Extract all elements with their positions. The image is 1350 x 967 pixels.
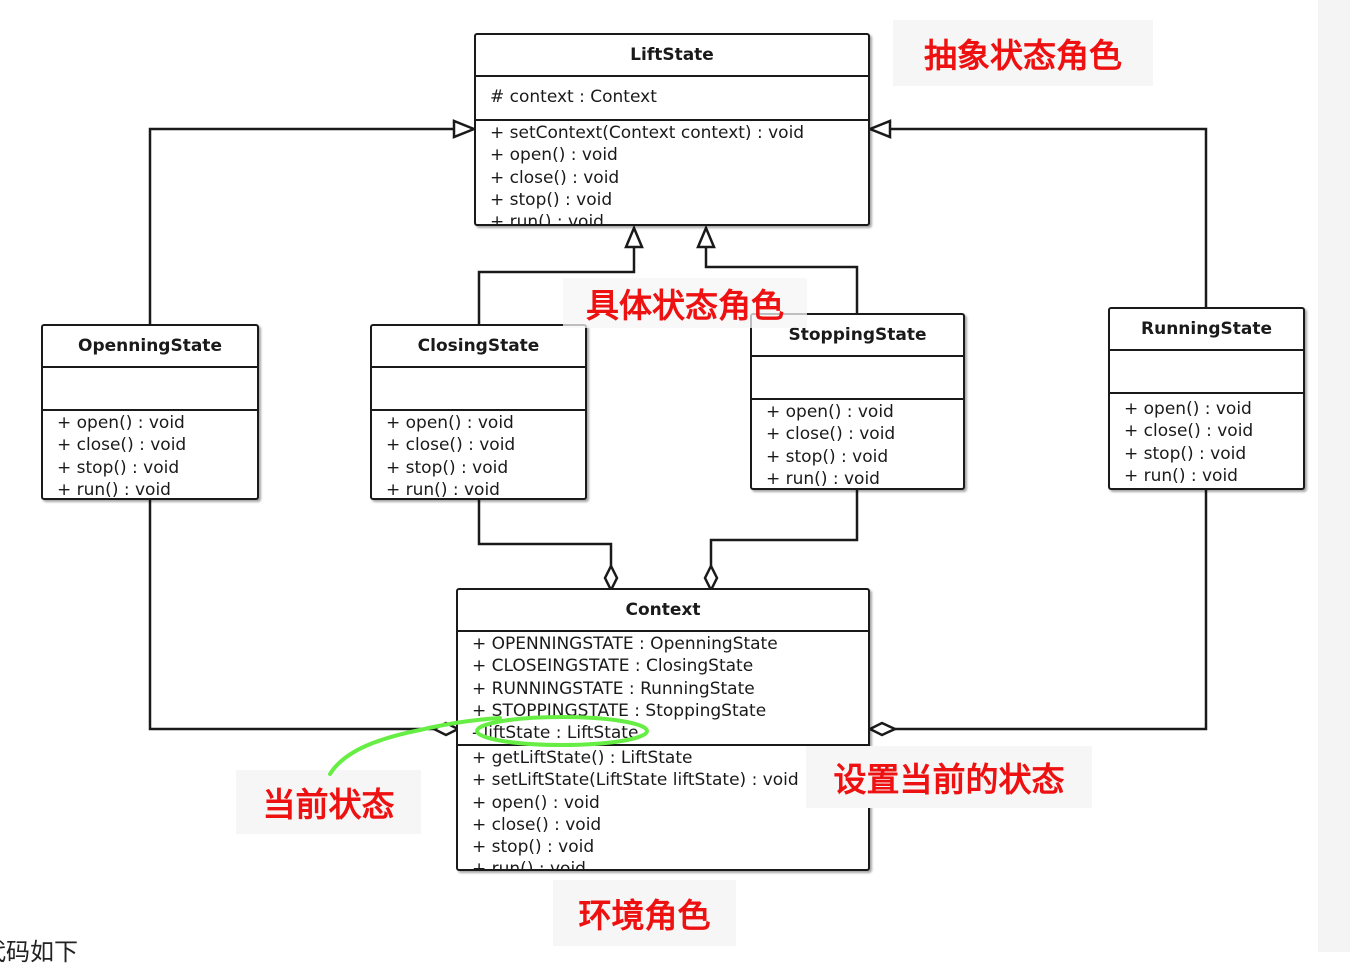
operation-row: + stop() : void [490, 189, 613, 210]
annotation-concrete-state-role: 具体状态角色 [563, 278, 807, 328]
triangle-left-arrowhead [452, 119, 478, 139]
class-name: LiftState [476, 35, 868, 77]
aggregation-running-to-context [895, 489, 1208, 731]
page-scrollbar-track [1318, 0, 1350, 952]
attribute-compartment [43, 368, 257, 411]
operation-row: + stop() : void [57, 457, 180, 478]
operation-row: + stop() : void [766, 446, 889, 467]
diamond-openning-aggregation [431, 721, 461, 737]
triangle-up-arrowhead-2 [696, 224, 716, 249]
triangle-right-arrowhead [866, 119, 892, 139]
operation-row: + run() : void [386, 479, 500, 499]
attribute-compartment: + OPENNINGSTATE : OpenningState + CLOSEI… [458, 632, 868, 746]
generalization-running-to-liftstate [890, 127, 1208, 308]
annotation-set-current-state: 设置当前的状态 [806, 746, 1092, 808]
operation-compartment: + getLiftState() : LiftState + setLiftSt… [458, 746, 868, 870]
generalization-openning-to-liftstate [148, 127, 454, 325]
class-closingstate: ClosingState + open() : void + close() :… [370, 324, 587, 500]
annotation-abstract-state-role: 抽象状态角色 [893, 20, 1153, 86]
attribute-compartment: # context : Context [476, 77, 868, 121]
operation-row: + open() : void [490, 145, 618, 166]
aggregation-openning-to-context [148, 499, 434, 731]
operation-row: + open() : void [1124, 399, 1252, 419]
operation-row: + close() : void [472, 814, 602, 835]
class-name: Context [458, 590, 868, 632]
diamond-running-aggregation [867, 721, 898, 737]
operation-row: + setLiftState(LiftState liftState) : vo… [472, 770, 799, 791]
attribute-row: # context : Context [490, 87, 657, 107]
operation-row: + open() : void [386, 413, 514, 433]
class-name: ClosingState [372, 326, 585, 368]
operation-row: + run() : void [766, 468, 880, 489]
class-liftstate: LiftState # context : Context + setConte… [474, 33, 870, 226]
operation-compartment: + open() : void + close() : void + stop(… [752, 400, 963, 489]
operation-row: + run() : void [57, 479, 171, 499]
attribute-row: + STOPPINGSTATE : StoppingState [472, 700, 767, 721]
class-name: OpenningState [43, 326, 257, 368]
attribute-compartment [752, 357, 963, 400]
class-name: RunningState [1110, 309, 1303, 351]
operation-row: + run() : void [1124, 465, 1238, 486]
operation-row: + close() : void [386, 435, 516, 456]
footer-text: 代码如下 [0, 938, 78, 966]
operation-row: + open() : void [472, 792, 600, 813]
aggregation-stopping-to-context [709, 489, 859, 566]
operation-compartment: + open() : void + close() : void + stop(… [1110, 394, 1303, 492]
operation-row: + run() : void [490, 212, 604, 225]
attribute-row: + CLOSEINGSTATE : ClosingState [472, 656, 754, 677]
operation-row: + close() : void [490, 167, 620, 188]
diamond-stopping-aggregation [703, 563, 719, 593]
triangle-up-arrowhead-1 [624, 224, 644, 249]
operation-row: + setContext(Context context) : void [490, 123, 805, 143]
operation-row: + run() : void [472, 859, 586, 870]
class-name: StoppingState [752, 315, 963, 357]
operation-row: + stop() : void [472, 837, 595, 858]
operation-row: + getLiftState() : LiftState [472, 748, 693, 768]
operation-row: + close() : void [57, 435, 187, 456]
operation-row: + open() : void [766, 402, 894, 422]
generalization-closing-to-liftstate [477, 247, 636, 325]
operation-row: + close() : void [766, 424, 896, 445]
class-context: Context + OPENNINGSTATE : OpenningState … [456, 588, 870, 871]
operation-compartment: + setContext(Context context) : void + o… [476, 121, 868, 225]
attribute-compartment [372, 368, 585, 411]
generalization-stopping-to-liftstate [704, 247, 859, 313]
operation-row: + stop() : void [1124, 443, 1247, 464]
operation-row: + stop() : void [386, 457, 509, 478]
operation-row: + open() : void [57, 413, 185, 433]
aggregation-closing-to-context [477, 499, 613, 566]
operation-compartment: + open() : void + close() : void + stop(… [372, 411, 585, 499]
annotation-current-state: 当前状态 [236, 770, 421, 834]
attribute-row: + OPENNINGSTATE : OpenningState [472, 634, 778, 654]
attribute-row: - liftState : LiftState [472, 723, 639, 744]
attribute-row: + RUNNINGSTATE : RunningState [472, 678, 755, 699]
annotation-environment-role: 环境角色 [553, 880, 736, 946]
operation-compartment: + open() : void + close() : void + stop(… [43, 411, 257, 499]
class-stoppingstate: StoppingState + open() : void + close() … [750, 313, 965, 490]
class-openningstate: OpenningState + open() : void + close() … [41, 324, 259, 500]
diamond-closing-aggregation [603, 563, 619, 593]
class-runningstate: RunningState + open() : void + close() :… [1108, 307, 1305, 490]
operation-row: + close() : void [1124, 421, 1254, 442]
attribute-compartment [1110, 351, 1303, 394]
